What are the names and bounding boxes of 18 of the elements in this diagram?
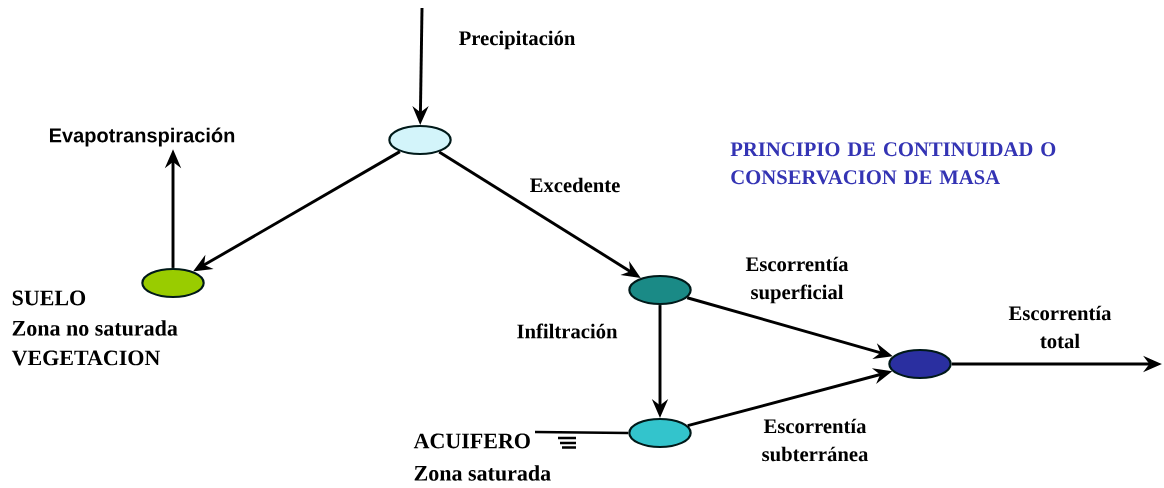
edge-label: Escorrentía total xyxy=(992,304,1128,350)
ellipse-node xyxy=(628,417,692,449)
ellipse-node xyxy=(388,124,452,156)
title: PRINCIPIO DE CONTINUIDAD O CONSERVACION DE MASA xyxy=(730,142,1056,185)
ellipse-node xyxy=(141,267,205,299)
node-caption: Zona no saturada xyxy=(12,320,178,336)
ellipse-node xyxy=(628,274,692,306)
node-caption: Zona saturada xyxy=(414,465,551,481)
node-caption: ACUIFERO xyxy=(413,433,530,449)
node-caption: VEGETACION xyxy=(11,350,161,366)
edge-label: Excedente xyxy=(528,176,622,194)
edge-label: Infiltración xyxy=(515,322,619,340)
edge-label: Escorrentía subterránea xyxy=(747,417,883,463)
text-label: Evapotranspiración xyxy=(50,127,235,147)
ellipse-node xyxy=(888,348,952,380)
node-caption: SUELO xyxy=(12,290,86,306)
edge-label: Precipitación xyxy=(457,29,577,51)
edge-label: Escorrentía superficial xyxy=(729,255,865,305)
